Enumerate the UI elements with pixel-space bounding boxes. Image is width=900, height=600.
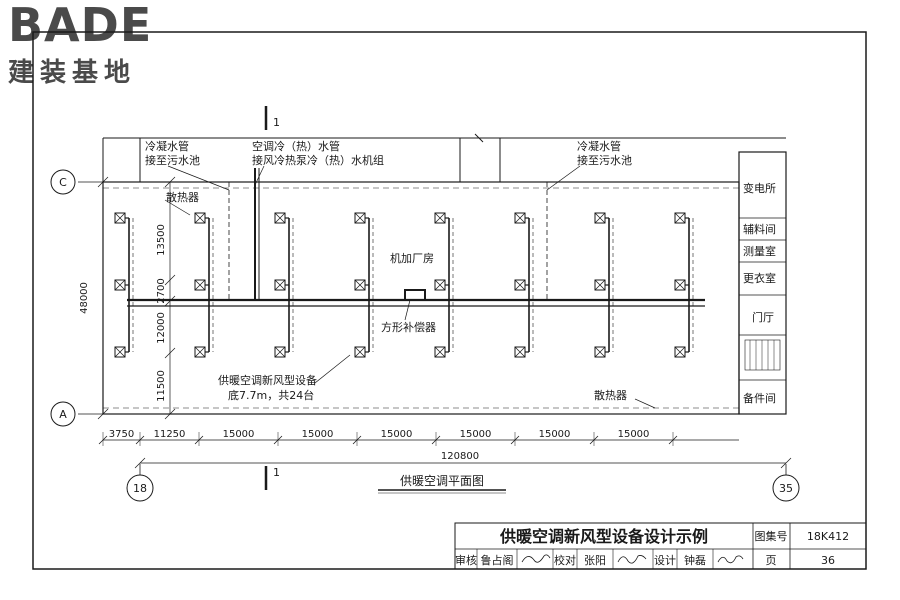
dim-h-segment: 15000: [302, 429, 334, 440]
drawing-frame: [32, 31, 867, 570]
tb-check-label: 校对: [554, 553, 576, 567]
equipment-unit: [114, 279, 129, 291]
equipment-unit: [274, 279, 289, 291]
equipment-unit: [514, 279, 529, 291]
axis-label-35: 35: [779, 482, 793, 495]
equipment-unit: [354, 279, 369, 291]
label-equipment-1: 供暖空调新风型设备: [218, 373, 317, 387]
tb-reviewer: 鲁占阁: [481, 553, 514, 567]
vertical-dimensions: [97, 176, 176, 420]
service-rooms: 变电所 辅料间 测量室 更衣室 门厅 备件间: [738, 151, 787, 415]
equipment-unit: [194, 212, 209, 224]
page-number: 36: [821, 554, 835, 567]
equipment-unit: [274, 212, 289, 224]
label-radiator-bottom: 散热器: [594, 388, 627, 402]
equipment-unit: [674, 212, 689, 224]
title-block-title: 供暖空调新风型设备设计示例: [499, 527, 708, 546]
dim-v3: 12000: [156, 312, 167, 344]
room-lobby: 门厅: [752, 310, 774, 324]
tb-designer: 钟磊: [684, 553, 706, 567]
dim-v4: 11500: [156, 370, 167, 402]
equipment-unit: [114, 212, 129, 224]
equipment-unit: [114, 346, 129, 358]
tb-design-label: 设计: [654, 554, 676, 567]
label-condensate-left-2: 接至污水池: [145, 154, 200, 167]
page-label: 页: [766, 554, 777, 567]
room-spares: 备件间: [743, 391, 776, 405]
horizontal-dimensions: [103, 439, 792, 469]
dim-h-segment: 15000: [223, 429, 255, 440]
tb-checker: 张阳: [584, 554, 606, 567]
equipment-unit: [194, 346, 209, 358]
equipment-unit: [434, 346, 449, 358]
title-block: 供暖空调新风型设备设计示例 图集号 18K412 审核 鲁占阁 校对 张阳 设计…: [454, 522, 867, 570]
equipment-unit: [594, 279, 609, 291]
logo-wordmark: BADE: [8, 0, 153, 52]
signature-reviewer: [521, 554, 551, 563]
equipment-unit: [434, 212, 449, 224]
axis-label-c: C: [59, 176, 67, 189]
compensator-loop: [404, 289, 426, 300]
dim-h-segment: 15000: [539, 429, 571, 440]
plan-title: 供暖空调平面图: [400, 474, 484, 488]
section-mark-bottom-label: 1: [273, 466, 280, 479]
label-ac-water-1: 空调冷（热）水管: [252, 139, 340, 153]
dim-v2: 2700: [156, 278, 167, 303]
equipment-units: [114, 212, 694, 358]
dim-h-segment: 3750: [109, 429, 134, 440]
axis-bubble-a: [50, 401, 76, 427]
atlas-label: 图集号: [755, 529, 788, 543]
equipment-unit: [354, 212, 369, 224]
equipment-unit: [514, 212, 529, 224]
stair-outline: [744, 339, 781, 371]
label-condensate-right-1: 冷凝水管: [577, 139, 621, 153]
label-condensate-left-1: 冷凝水管: [145, 139, 189, 153]
room-locker: 更衣室: [743, 271, 776, 285]
axis-label-18: 18: [133, 482, 147, 495]
equipment-unit: [674, 279, 689, 291]
section-mark-top-label: 1: [273, 116, 280, 129]
axis-label-a: A: [59, 408, 67, 421]
dim-total-width: 120800: [441, 451, 479, 462]
dim-h-segment: 15000: [381, 429, 413, 440]
equipment-unit: [514, 346, 529, 358]
label-condensate-right-2: 接至污水池: [577, 154, 632, 167]
label-equipment-2: 底7.7m，共24台: [228, 388, 314, 402]
equipment-unit: [194, 279, 209, 291]
room-measurement: 测量室: [743, 244, 776, 258]
label-ac-water-2: 接风冷热泵冷（热）水机组: [252, 153, 384, 167]
equipment-unit: [674, 346, 689, 358]
equipment-unit: [434, 279, 449, 291]
signature-designer: [717, 555, 744, 564]
horizontal-dimension-labels: 3750 11250 15000 15000 15000 15000 15000 15000: [109, 429, 650, 440]
service-block: [738, 151, 787, 415]
break-mark: [474, 133, 484, 143]
label-compensator: 方形补偿器: [381, 320, 436, 334]
equipment-unit: [594, 212, 609, 224]
room-substation: 变电所: [743, 181, 776, 195]
signature-checker: [617, 555, 647, 564]
equipment-unit: [274, 346, 289, 358]
leaders: [164, 165, 656, 409]
main-pipe: [127, 168, 705, 307]
dim-h-segment: 15000: [460, 429, 492, 440]
room-auxiliary: 辅料间: [743, 222, 776, 236]
dim-h-segment: 15000: [618, 429, 650, 440]
atlas-number: 18K412: [807, 530, 849, 543]
dim-total-height: 48000: [79, 282, 90, 314]
dim-v1: 13500: [156, 224, 167, 256]
equipment-unit: [594, 346, 609, 358]
label-radiator-top: 散热器: [166, 190, 199, 204]
tb-review-label: 审核: [455, 553, 477, 567]
horizontal-dimension-ticks: [98, 432, 678, 446]
equipment-unit: [354, 346, 369, 358]
logo-chinese: 建装基地: [8, 58, 137, 88]
dim-h-segment: 11250: [154, 429, 186, 440]
label-machine-room: 机加厂房: [390, 251, 434, 265]
axis-bubble-c: [50, 169, 76, 195]
